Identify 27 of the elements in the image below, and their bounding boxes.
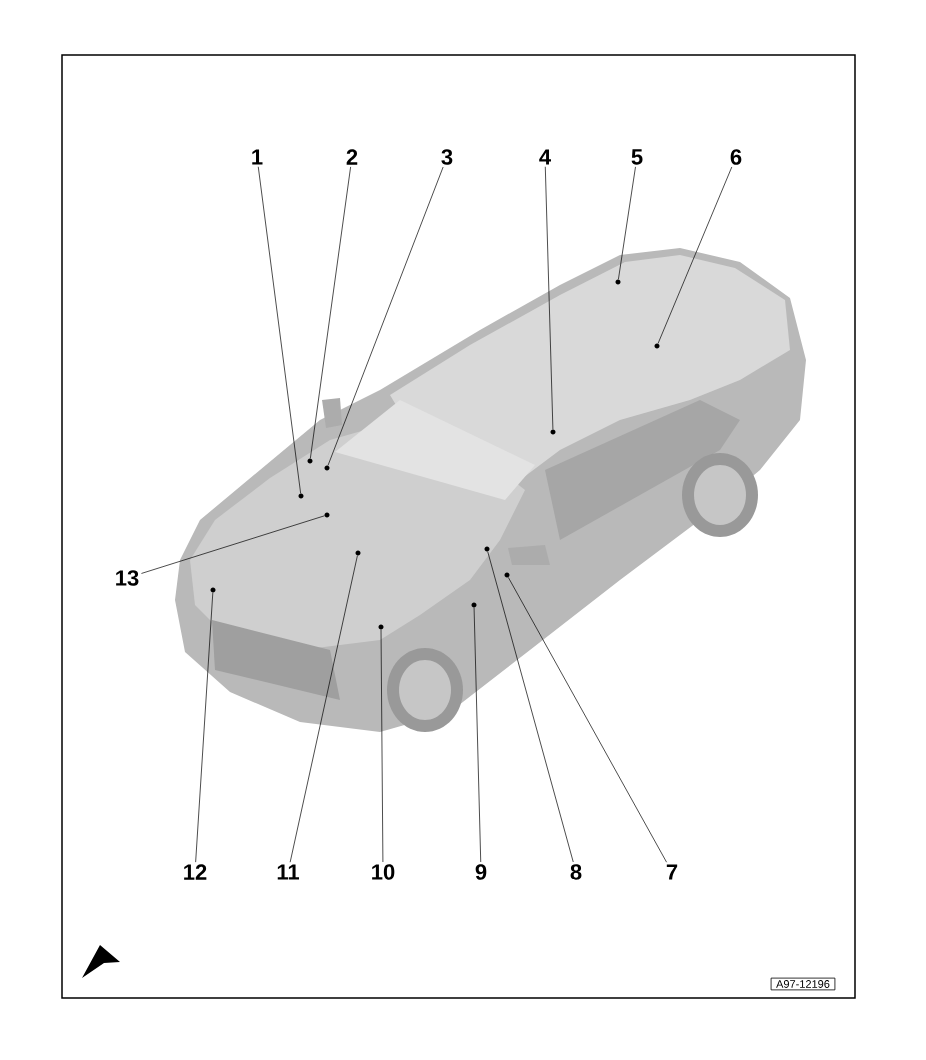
leader-line [657, 166, 733, 344]
callout-number: 12 [184, 864, 207, 880]
leader-line [257, 166, 301, 494]
leader-line [310, 166, 351, 459]
callout-number: 7 [666, 864, 678, 880]
callout-number: 3 [441, 149, 453, 165]
leader-line [544, 166, 554, 430]
figure-number: A97-12196 [770, 977, 836, 991]
leader-line [473, 607, 482, 863]
callout-number: 1 [252, 149, 263, 165]
callout-number: 9 [475, 864, 487, 880]
callout-number: 2 [346, 149, 358, 165]
leader-line [289, 555, 358, 863]
callout-number: 5 [631, 149, 643, 165]
leader-line [327, 166, 444, 466]
leader-line [618, 166, 636, 280]
callout-number: 4 [539, 149, 551, 165]
leader-line [487, 551, 574, 863]
leader-line [141, 515, 325, 574]
callout-number: 10 [372, 864, 395, 880]
callout-number: 11 [277, 864, 299, 880]
leader-line [195, 592, 214, 863]
leader-line [507, 577, 667, 863]
callout-number: 8 [570, 864, 582, 880]
leader-line [380, 629, 384, 863]
callout-number: 13 [116, 570, 139, 586]
callout-number: 6 [730, 149, 742, 165]
